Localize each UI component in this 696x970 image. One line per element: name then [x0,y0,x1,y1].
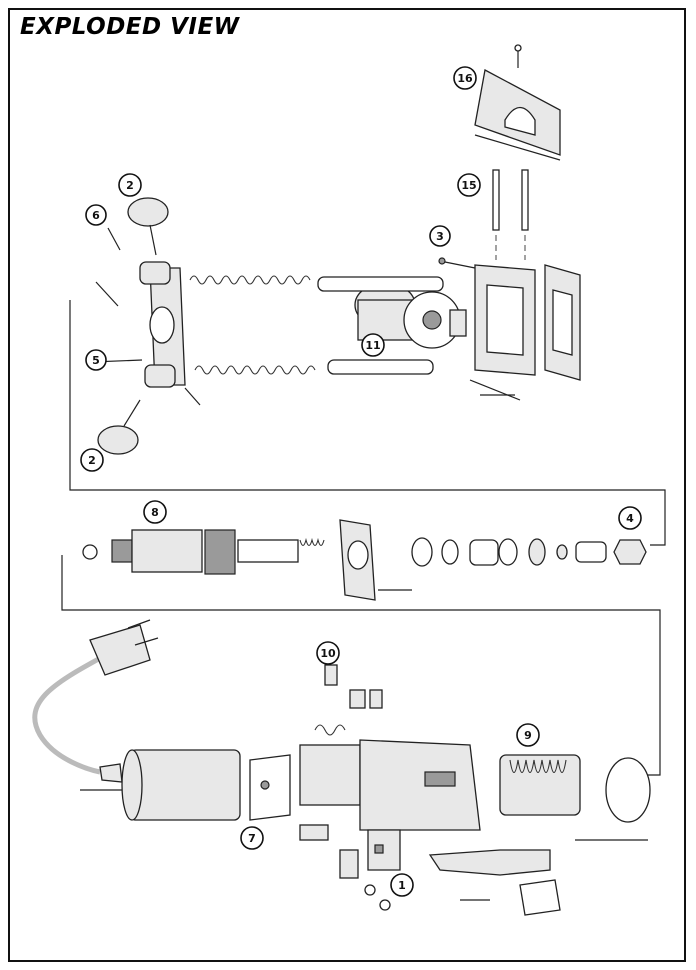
spring-upper [189,275,311,285]
part-11-housing [354,282,467,349]
part-6-screw [107,227,121,251]
svg-text:2: 2 [88,454,96,467]
connector-line-lower [61,555,661,776]
svg-text:10: 10 [320,647,336,660]
svg-text:9: 9 [524,729,532,742]
callout-11: 11 [361,333,385,357]
part-15-rods [492,169,529,260]
spindle-parts [411,537,607,567]
callout-6: 6 [85,204,107,226]
motor-ring [605,757,651,823]
svg-text:4: 4 [626,512,634,525]
svg-text:8: 8 [151,506,159,519]
part-1-switch [299,824,401,911]
svg-text:7: 7 [248,832,256,845]
bearing-housing [339,519,412,601]
part-4-collet-nut [613,539,647,565]
svg-text:11: 11 [365,339,380,352]
callout-3: 3 [429,225,451,247]
motor-housing [299,724,481,831]
svg-text:2: 2 [126,179,134,192]
svg-text:16: 16 [457,72,473,85]
callout-1: 1 [390,873,414,897]
part-16-plate [474,44,561,161]
spring-lower [194,365,316,375]
part-2-knob-top [127,197,169,256]
guide-rod-upper [317,276,444,292]
callout-7: 7 [240,826,264,850]
connector-line-upper [69,300,666,546]
part-7-switch-board [249,754,291,821]
part-9-stator [499,754,648,841]
handle-bracket [139,261,186,388]
power-cord [32,619,159,783]
svg-text:1: 1 [398,879,406,892]
lock-screw [184,387,201,406]
callout-2-bottom: 2 [80,448,104,472]
switch-lever [428,849,561,916]
callout-15: 15 [457,173,481,197]
callout-10: 10 [316,641,340,665]
part-2-knob-bottom [97,399,141,455]
callout-2-top: 2 [118,173,142,197]
svg-text:5: 5 [92,354,100,367]
base-screws [469,379,521,401]
svg-text:15: 15 [461,179,476,192]
lever-screw [95,281,119,307]
svg-text:6: 6 [92,209,100,222]
guide-rod-lower [327,359,434,375]
motor-end-cap [80,749,241,821]
base-plate [438,257,581,381]
callout-16: 16 [453,66,477,90]
svg-text:3: 3 [436,230,444,243]
page-title: EXPLODED VIEW [20,14,240,40]
part-10-brushes [324,664,383,709]
callout-9: 9 [516,723,540,747]
callout-4: 4 [618,506,642,530]
callout-8: 8 [143,500,167,524]
part-8-armature [82,529,325,575]
callout-5: 5 [85,349,107,371]
